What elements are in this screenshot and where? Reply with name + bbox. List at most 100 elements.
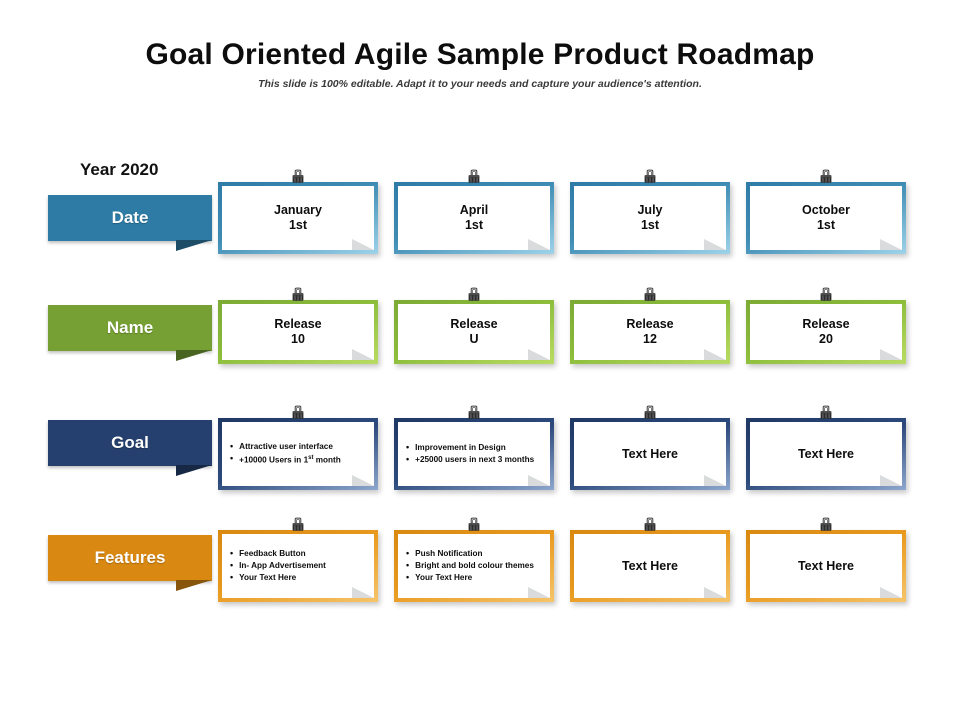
row-label-features-text: Features [94, 548, 166, 567]
name-card[interactable]: Release 10 [218, 287, 378, 364]
ribbon-fold-icon [176, 580, 212, 592]
bullet-item: •+10000 Users in 1st month [230, 453, 368, 466]
card-paper: Text Here [574, 422, 726, 486]
binder-clip-icon [289, 287, 307, 302]
ribbon-fold-icon [176, 465, 212, 477]
card-paper: •Feedback Button•In- App Advertisement•Y… [222, 534, 374, 598]
card-line-1: July [637, 203, 663, 217]
name-card[interactable]: Release 20 [746, 287, 906, 364]
bullet-glyph: • [230, 441, 234, 452]
card-center-text: Text Here [797, 446, 855, 461]
features-card[interactable]: • Push Notification • Bright and bold colou… [394, 517, 554, 602]
card-paper: • Push Notification • Bright and bold colou… [398, 534, 550, 598]
row-label-goal-text: Goal [111, 433, 149, 452]
features-card[interactable]: •Feedback Button•In- App Advertisement•Y… [218, 517, 378, 602]
name-card[interactable]: Release U [394, 287, 554, 364]
bullet-text: Push Notification [415, 549, 483, 558]
card-line-2: U [469, 332, 479, 346]
card-paper: • Attractive user interface•+10000 Users … [222, 422, 374, 486]
card-line-2: 1st [288, 218, 308, 232]
bullet-text: +10000 Users in 1st month [239, 455, 341, 465]
features-card[interactable]: Text Here [570, 517, 730, 602]
bullet-glyph: • [406, 572, 410, 582]
binder-clip-icon [817, 517, 835, 532]
card-paper: October 1st [750, 186, 902, 250]
bullet-item: • Your Text Here [230, 572, 368, 583]
row-label-date[interactable]: Date [48, 195, 212, 241]
card-center-text: Release U [450, 317, 497, 347]
card-center-text: January 1st [274, 203, 322, 233]
page-subtitle: This slide is 100% editable. Adapt it to… [258, 78, 702, 90]
card-paper: Text Here [574, 534, 726, 598]
card-line-1: October [802, 203, 850, 217]
binder-clip-icon [465, 169, 483, 184]
card-center-text: October 1st [802, 203, 850, 233]
card-line-2: 12 [643, 332, 657, 346]
bullet-glyph: • [406, 454, 410, 464]
year-label: Year 2020 [80, 160, 159, 179]
bullet-text: In- App Advertisement [239, 561, 326, 570]
bullet-text: Your Text Here [415, 573, 473, 582]
goal-card[interactable]: Text Here [570, 405, 730, 490]
row-label-goal[interactable]: Goal [48, 420, 212, 466]
bullet-text: Improvement in Design [415, 443, 506, 452]
row-label-name[interactable]: Name [48, 305, 212, 351]
bullet-text: Bright and bold colour themes [415, 561, 534, 570]
bullet-text: Feedback Button [239, 549, 306, 558]
card-line-1: Release [626, 317, 674, 331]
bullet-text: Attractive user interface [239, 442, 333, 452]
goal-card[interactable]: • Attractive user interface•+10000 Users … [218, 405, 378, 490]
name-card[interactable]: Release 12 [570, 287, 730, 364]
row-label-date-text: Date [111, 208, 149, 227]
bullet-glyph: • [406, 560, 410, 570]
features-card[interactable]: Text Here [746, 517, 906, 602]
card-line-1: Release [802, 317, 850, 331]
goal-card[interactable]: Text Here [746, 405, 906, 490]
date-card[interactable]: April 1st [394, 169, 554, 254]
bullet-glyph: • [230, 548, 234, 558]
bullet-glyph: • [230, 572, 234, 582]
card-paper: Release U [398, 304, 550, 360]
card-paper: •Improvement in Design•+25000 users in n… [398, 422, 550, 486]
card-bullet-list: • Push Notification • Bright and bold colou… [398, 534, 550, 598]
card-paper: Text Here [750, 422, 902, 486]
binder-clip-icon [641, 287, 659, 302]
card-bullet-list: •Improvement in Design•+25000 users in n… [398, 422, 550, 486]
binder-clip-icon [817, 405, 835, 420]
card-line-1: Release [274, 317, 322, 331]
bullet-item: • Bright and bold colour themes [406, 560, 544, 571]
bullet-text: Your Text Here [239, 573, 297, 582]
card-line-1: April [459, 203, 489, 217]
bullet-glyph: • [406, 548, 410, 558]
date-card[interactable]: January 1st [218, 169, 378, 254]
bullet-item: •In- App Advertisement [230, 560, 368, 571]
card-center-text: Text Here [621, 446, 679, 461]
card-paper: January 1st [222, 186, 374, 250]
card-line-2: 20 [819, 332, 833, 346]
bullet-item: • Improvement in Design [406, 442, 544, 453]
bullet-item: • Push Notification [406, 548, 544, 559]
bullet-item: • Your Text Here [406, 572, 544, 583]
bullet-item: • Feedback Button [230, 548, 368, 559]
bullet-item: • Attractive user interface [230, 441, 368, 452]
row-label-name-text: Name [106, 318, 154, 337]
card-paper: Release 10 [222, 304, 374, 360]
date-card[interactable]: October 1st [746, 169, 906, 254]
card-line-2: 1st [816, 218, 836, 232]
binder-clip-icon [465, 517, 483, 532]
binder-clip-icon [641, 405, 659, 420]
binder-clip-icon [641, 517, 659, 532]
binder-clip-icon [817, 169, 835, 184]
card-line-2: 1st [464, 218, 484, 232]
goal-card[interactable]: •Improvement in Design•+25000 users in n… [394, 405, 554, 490]
row-label-features[interactable]: Features [48, 535, 212, 581]
binder-clip-icon [289, 405, 307, 420]
bullet-glyph: • [406, 442, 410, 452]
card-center-text: Text Here [797, 558, 855, 573]
binder-clip-icon [465, 287, 483, 302]
binder-clip-icon [465, 405, 483, 420]
card-paper: April 1st [398, 186, 550, 250]
date-card[interactable]: July 1st [570, 169, 730, 254]
card-paper: Text Here [750, 534, 902, 598]
